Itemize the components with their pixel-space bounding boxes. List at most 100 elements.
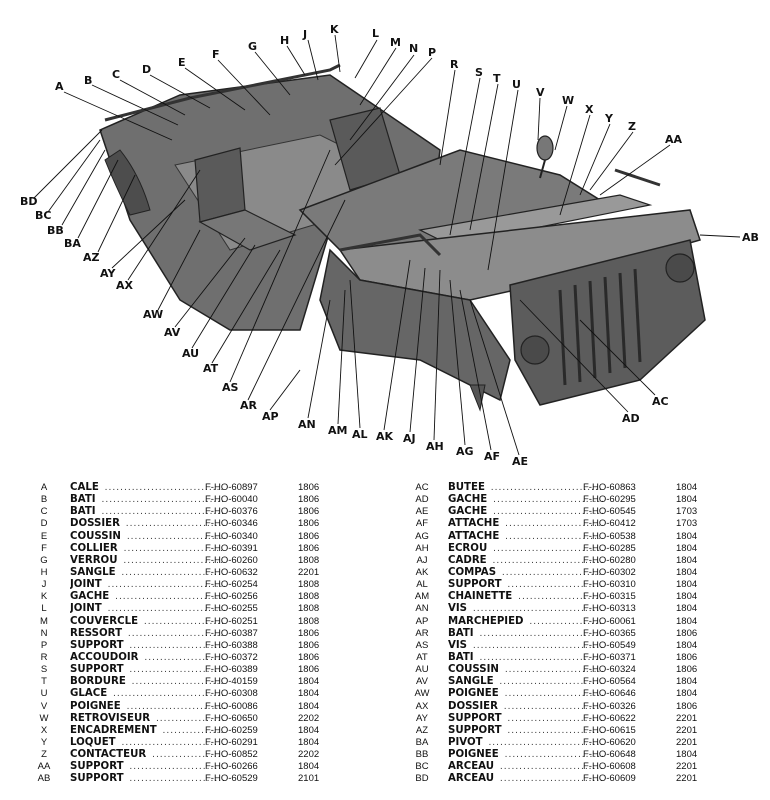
part-name: SUPPORT — [448, 724, 504, 736]
part-name: LOQUET — [70, 736, 118, 748]
page-reference: 1804 — [676, 591, 698, 603]
part-number: F-HO-60086 — [205, 700, 258, 712]
part-code: AC — [415, 482, 429, 493]
page-reference: 1804 — [298, 688, 320, 700]
dot-leader: ........................................ — [490, 483, 603, 493]
dot-leader: ........................................ — [144, 652, 225, 663]
part-number: F-HO-60324 — [583, 664, 636, 676]
dot-leader: ........................................ — [504, 750, 603, 761]
callout-ba: BA — [64, 237, 81, 250]
part-name-cell: ÉCROU ..................................… — [448, 542, 603, 555]
part-name-cell: SUPPORT ................................… — [70, 761, 225, 773]
callout-ab: AB — [742, 231, 759, 244]
callout-y: Y — [604, 112, 614, 125]
part-name-cell: BATI ...................................… — [448, 651, 603, 664]
page-reference: 1804 — [298, 700, 320, 712]
part-number: F-HO-60310 — [583, 579, 636, 591]
part-number: F-HO-60650 — [205, 712, 258, 724]
jeep-body-diagram: A B C D E F G H J K L M N P R S T U V W … — [20, 23, 759, 468]
part-code: L — [41, 603, 47, 615]
dot-leader: ........................................ — [493, 543, 603, 554]
part-code: B — [40, 494, 48, 506]
callout-labels: A B C D E F G H J K L M N P R S T U V W … — [20, 23, 759, 468]
dot-leader: ........................................ — [121, 567, 225, 578]
part-name: COUVERCLE — [70, 615, 141, 627]
part-name: CALE — [70, 482, 101, 493]
part-name: ACCOUDOIR — [70, 651, 141, 663]
part-number: F-HO-60622 — [583, 712, 636, 724]
part-code: V — [40, 700, 48, 712]
page-reference: 1804 — [676, 615, 698, 627]
part-number: F-HO-60315 — [583, 591, 636, 603]
dot-leader: ........................................ — [126, 531, 225, 542]
part-number: F-HO-60285 — [583, 542, 636, 554]
part-name: GLACE — [70, 688, 110, 700]
dot-leader: ........................................ — [123, 543, 225, 554]
page-reference: 2201 — [676, 712, 698, 724]
part-name-cell: ATTACHE ................................… — [448, 530, 603, 543]
callout-ah: AH — [426, 440, 444, 453]
part-code: N — [40, 627, 48, 639]
dot-leader: ........................................ — [505, 519, 603, 530]
callout-aw: AW — [143, 308, 163, 321]
callout-x: X — [585, 103, 594, 116]
page-reference: 1804 — [676, 749, 698, 761]
page-reference: 1804 — [676, 579, 698, 591]
page-reference: 2201 — [298, 566, 320, 578]
part-code: W — [39, 712, 49, 724]
part-name-cell: BATI ...................................… — [70, 494, 225, 506]
page-reference: 2201 — [676, 724, 698, 736]
page-reference: 1804 — [676, 566, 698, 578]
part-name: GACHE — [448, 494, 490, 506]
callout-m: M — [390, 36, 401, 49]
part-name: POIGNÉE — [448, 688, 501, 700]
part-number: F-HO-60313 — [583, 603, 636, 615]
callout-a: A — [55, 80, 64, 93]
part-code: BA — [415, 736, 429, 748]
part-code: AF — [415, 518, 429, 530]
part-code: S — [40, 664, 48, 676]
callout-aj: AJ — [403, 432, 416, 445]
part-number: F-HO-60295 — [583, 494, 636, 506]
part-name: BATI — [70, 494, 98, 506]
part-name-cell: VERROU .................................… — [70, 554, 225, 567]
page-reference: 1804 — [298, 724, 320, 736]
part-name: RESSORT — [70, 627, 125, 639]
dot-leader: ........................................ — [501, 567, 603, 578]
dot-leader: ........................................ — [143, 616, 225, 627]
part-number: F-HO-60061 — [583, 615, 636, 627]
part-code: AS — [415, 639, 429, 651]
part-number: F-HO-60632 — [205, 566, 258, 578]
part-name: SUPPORT — [70, 639, 126, 651]
part-number: F-HO-60545 — [583, 506, 636, 518]
part-name: SUPPORT — [70, 773, 126, 785]
dot-leader: ........................................ — [115, 592, 225, 603]
callout-bd: BD — [20, 195, 38, 208]
part-name: GACHE — [448, 506, 490, 518]
part-number: F-HO-60863 — [583, 482, 636, 493]
page-reference: 1703 — [676, 506, 698, 518]
dot-leader: ........................................ — [504, 665, 603, 676]
page-reference: 1806 — [298, 530, 320, 542]
dot-leader: ........................................ — [131, 677, 225, 688]
part-name: ARCEAU — [448, 761, 497, 773]
part-number: F-HO-60615 — [583, 724, 636, 736]
part-name: BORDURE — [70, 676, 128, 688]
dot-leader: ........................................ — [129, 665, 225, 676]
callout-ac: AC — [652, 395, 669, 408]
callout-ae: AE — [512, 455, 528, 468]
dot-leader: ........................................ — [504, 689, 603, 700]
callout-h: H — [280, 34, 289, 47]
dot-leader: ........................................ — [107, 604, 225, 615]
callout-ak: AK — [376, 430, 394, 443]
callout-bc: BC — [35, 209, 51, 222]
part-number: F-HO-60040 — [205, 494, 258, 506]
part-name-cell: JOINT ..................................… — [70, 579, 225, 591]
part-number: F-HO-60302 — [583, 566, 636, 578]
part-code: AT — [416, 651, 428, 663]
part-code: AA — [37, 761, 51, 773]
part-name-cell: SUPPORT ................................… — [448, 712, 603, 725]
part-number: F-HO-60376 — [205, 506, 258, 518]
page-reference: 1808 — [298, 579, 320, 591]
part-name-cell: SANGLE .................................… — [448, 676, 603, 688]
